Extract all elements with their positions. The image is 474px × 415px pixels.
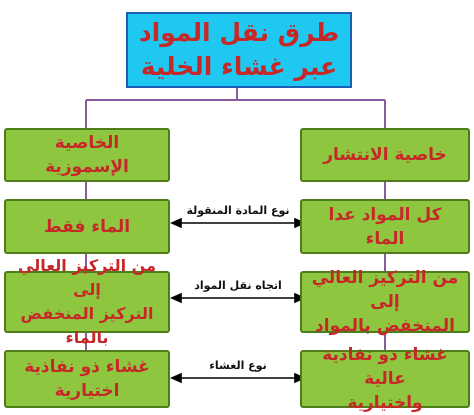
osmosis-header: الخاصية الإسموزية xyxy=(4,128,170,182)
label-substance-type: نوع المادة المنقولة xyxy=(186,204,290,217)
osmosis-direction: من التركيز العالي إلى التركيز المنخفض با… xyxy=(4,256,170,347)
title-line-2: عبر غشاء الخلية xyxy=(140,52,338,81)
diffusion-substance: كل المواد عدا الماء xyxy=(300,199,470,254)
title-line-1: طرق نقل المواد xyxy=(138,18,340,47)
diffusion-membrane: غشاء ذو نفاذية عالية واختيارية xyxy=(300,345,470,413)
osmosis-membrane: غشاء ذو نفاذية اختيارية xyxy=(4,350,170,408)
diffusion-direction: من التركيز العالي إلى المنخفض بالمواد xyxy=(300,268,470,336)
label-membrane-type: نوع الغشاء xyxy=(209,359,267,372)
osmosis-substance: الماء فقط xyxy=(4,199,170,254)
diagram-title: طرق نقل المواد عبر غشاء الخلية xyxy=(126,12,352,88)
diffusion-header: خاصية الانتشار xyxy=(300,128,470,182)
label-transport-direction: اتجاه نقل المواد xyxy=(194,279,282,292)
